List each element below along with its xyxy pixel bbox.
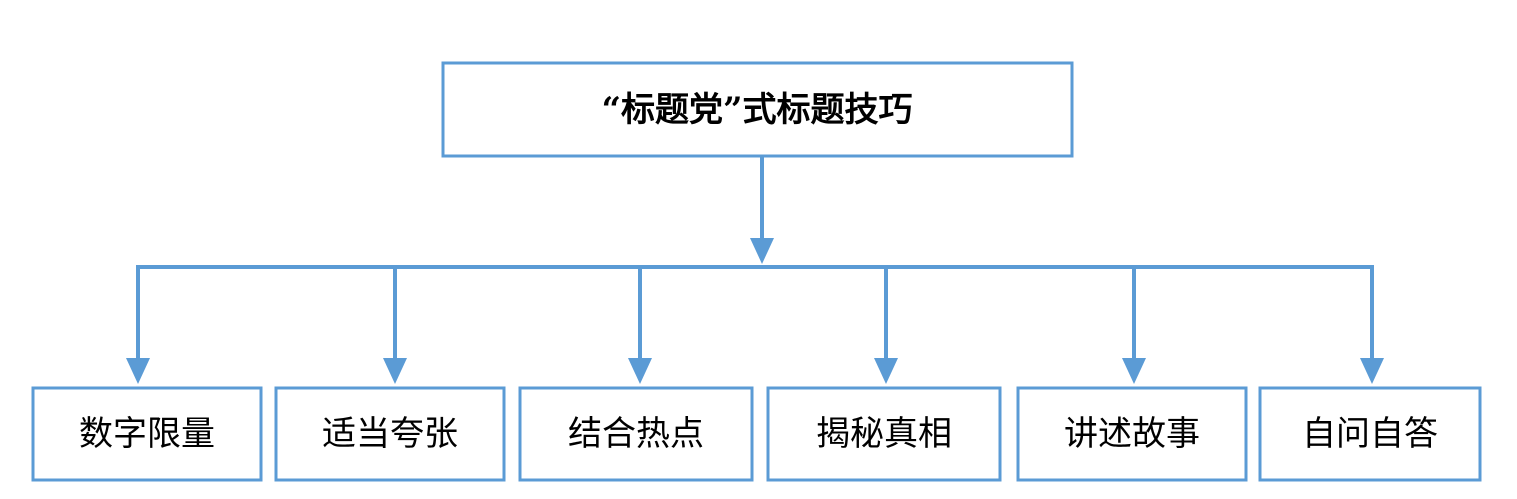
child-node: 结合热点	[518, 386, 754, 482]
root-node-label: “标题党”式标题技巧	[601, 90, 912, 130]
root-node-box	[441, 61, 1074, 158]
child-node: 数字限量	[31, 386, 263, 482]
child-node-box	[31, 386, 263, 482]
child-node-label: 数字限量	[79, 414, 215, 454]
child-node-box	[766, 386, 1002, 482]
root-node: “标题党”式标题技巧	[441, 61, 1074, 158]
branch-arrowhead	[383, 358, 407, 384]
child-node-box	[274, 386, 506, 482]
child-node: 讲述故事	[1016, 386, 1248, 482]
child-node-label: 揭秘真相	[816, 414, 952, 454]
child-node-box	[1258, 386, 1482, 482]
branch-arrowhead	[874, 358, 898, 384]
child-node-box	[1016, 386, 1248, 482]
branch-arrowhead	[126, 358, 150, 384]
child-node: 揭秘真相	[766, 386, 1002, 482]
child-node: 适当夸张	[274, 386, 506, 482]
child-node-box	[518, 386, 754, 482]
branch-arrowhead	[628, 358, 652, 384]
child-node-label: 讲述故事	[1064, 414, 1200, 454]
child-node: 自问自答	[1258, 386, 1482, 482]
trunk-arrowhead	[750, 238, 774, 264]
child-node-label: 结合热点	[568, 414, 704, 454]
branch-arrowhead	[1360, 358, 1384, 384]
branch-arrows	[126, 267, 1384, 384]
branch-arrowhead	[1122, 358, 1146, 384]
child-node-label: 适当夸张	[322, 414, 458, 454]
child-node-label: 自问自答	[1302, 414, 1438, 454]
